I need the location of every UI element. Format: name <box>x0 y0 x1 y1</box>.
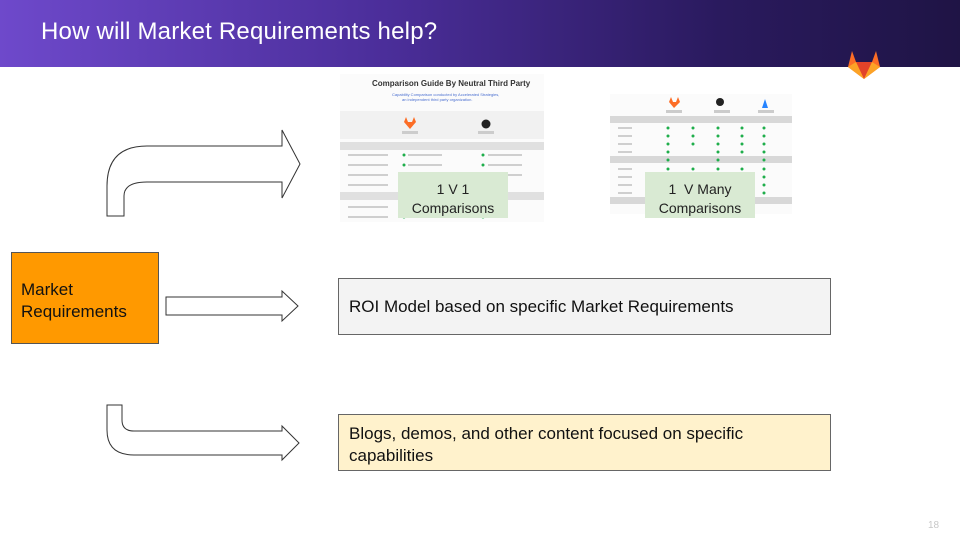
gitlab-icon <box>669 97 680 108</box>
page-number: 18 <box>928 520 940 531</box>
slide-title: How will Market Requirements help? <box>41 18 438 45</box>
gitlab-fox-icon <box>848 51 880 79</box>
market-label-line2: Requirements <box>21 302 127 321</box>
guide-subtitle-2: an independent third party organization. <box>402 97 473 102</box>
github-icon <box>716 98 724 106</box>
arrow-right-to-roi <box>165 289 299 323</box>
one-vs-many-line1: 1 V Many <box>668 181 732 197</box>
market-label-line1: Market <box>21 280 73 299</box>
one-vs-many-label: 1 V Many Comparisons <box>645 172 755 218</box>
one-vs-many-line2: Comparisons <box>658 200 742 216</box>
one-vs-one-label: 1 V 1 Comparisons <box>398 172 508 218</box>
arrow-down-to-blogs <box>106 404 300 462</box>
guide-title: Comparison Guide By Neutral Third Party <box>372 79 531 88</box>
guide-subtitle-1: Capability Comparison conducted by Accel… <box>392 92 500 97</box>
market-requirements-box: Market Requirements <box>11 252 159 344</box>
one-vs-one-line2: Comparisons <box>411 200 495 216</box>
blogs-text-line2: capabilities <box>349 446 434 465</box>
blogs-content-box: Blogs, demos, and other content focused … <box>338 414 831 471</box>
one-vs-one-line1: 1 V 1 <box>436 181 470 197</box>
roi-model-text: ROI Model based on specific Market Requi… <box>349 297 734 316</box>
arrow-up-to-comparisons <box>106 129 301 217</box>
atlassian-icon <box>762 99 768 108</box>
blogs-text-line1: Blogs, demos, and other content focused … <box>349 424 744 443</box>
roi-model-box: ROI Model based on specific Market Requi… <box>338 278 831 335</box>
slide-header: How will Market Requirements help? <box>0 0 960 67</box>
